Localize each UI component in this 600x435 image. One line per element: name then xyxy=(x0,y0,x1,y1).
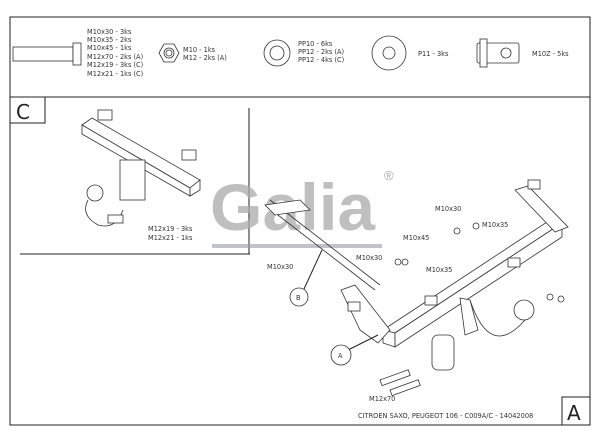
bolt-item: M12x70 - 2ks (A) xyxy=(87,53,143,61)
callout-m12x19: M12x19 - 3ks xyxy=(148,225,193,233)
bolt-item: M12x19 - 3ks (C) xyxy=(87,61,143,69)
callout-m10x35-right: M10x35 xyxy=(482,221,508,229)
callout-m10x35-mid: M10x35 xyxy=(426,266,452,274)
callout-m12x21: M12x21 - 1ks xyxy=(148,234,193,242)
callout-m12x70: M12x70 xyxy=(369,395,395,403)
callout-m10x30-b: M10x30 xyxy=(267,263,293,271)
svg-text:®: ® xyxy=(384,168,394,183)
bolt-item: M10x45 - 1ks xyxy=(87,44,132,52)
cage-nut-icon xyxy=(476,38,520,68)
section-a-label: A xyxy=(567,401,581,425)
washer-item: PP10 - 6ks xyxy=(298,40,333,48)
nut-icon xyxy=(158,43,180,63)
section-c-label: C xyxy=(16,100,30,124)
nut-item: M10 - 1ks xyxy=(183,46,216,54)
callout-m10x30-top: M10x30 xyxy=(356,254,382,262)
washer-item: PP12 - 4ks (C) xyxy=(298,56,344,64)
large-washer-item: P11 - 3ks xyxy=(418,50,449,58)
callout-m10x45: M10x45 xyxy=(403,234,429,242)
bolt-item: M10x30 - 3ks xyxy=(87,28,132,36)
section-a-box xyxy=(561,396,591,426)
bolt-item: M12x21 - 1ks (C) xyxy=(87,70,143,78)
svg-text:B: B xyxy=(296,294,301,302)
washer-icon xyxy=(263,39,291,67)
callout-m10x30-right: M10x30 xyxy=(435,205,461,213)
galia-logo: Galia ® xyxy=(210,168,394,248)
bolt-item: M10x35 - 2ks xyxy=(87,36,132,44)
section-c-box xyxy=(9,96,46,124)
cage-nut-item: M10Z - 5ks xyxy=(532,50,569,58)
nut-item: M12 - 2ks (A) xyxy=(183,54,227,62)
outer-frame xyxy=(9,16,591,426)
bolt-list: M10x30 - 3ks M10x35 - 2ks M10x45 - 1ks M… xyxy=(87,28,143,78)
towbar-assembly xyxy=(264,179,569,397)
svg-text:A: A xyxy=(338,352,343,360)
washer-item: PP12 - 2ks (A) xyxy=(298,48,344,56)
bolt-icon xyxy=(12,42,82,66)
large-washer-icon xyxy=(371,35,407,71)
part-b-marker: B xyxy=(289,249,323,307)
towbar-detail-c xyxy=(81,109,201,227)
part-a-marker: A xyxy=(330,334,379,366)
drawing-title: CITROEN SAXO, PEUGEOT 106 - C009A/C - 14… xyxy=(358,412,533,420)
